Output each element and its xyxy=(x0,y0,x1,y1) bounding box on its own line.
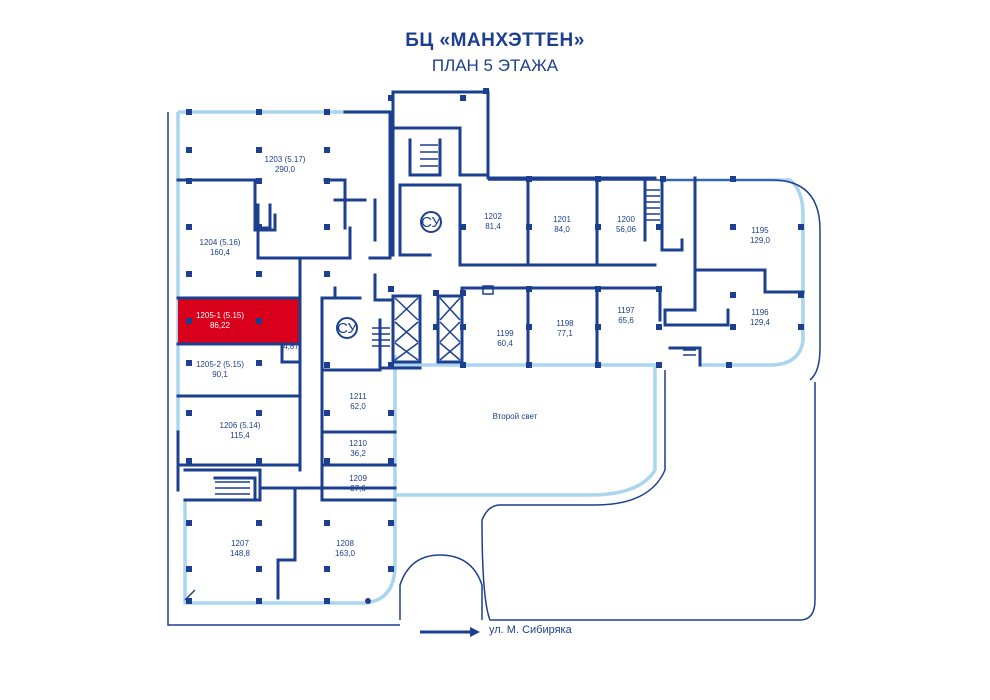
room-1195-area: 129,0 xyxy=(750,236,771,245)
room-1207-label: 1207 xyxy=(231,539,249,548)
room-1202-area: 81,4 xyxy=(485,222,501,231)
room-1204-area: 160,4 xyxy=(210,248,231,257)
room-1204-label: 1204 (5.16) xyxy=(200,238,241,247)
room-labels: 1203 (5.17) 290,0 1204 (5.16) 160,4 1205… xyxy=(196,155,771,558)
room-1205-2-label: 1205-2 (5.15) xyxy=(196,360,244,369)
room-1198-area: 77,1 xyxy=(557,329,573,338)
room-1199-area: 60,4 xyxy=(497,339,513,348)
room-1196-label: 1196 xyxy=(751,308,769,317)
room-1201-area: 84,0 xyxy=(554,225,570,234)
room-1195-label: 1195 xyxy=(751,226,769,235)
glazing xyxy=(167,110,821,626)
room-1200-label: 1200 xyxy=(617,215,635,224)
room-1201-label: 1201 xyxy=(553,215,571,224)
walls xyxy=(176,90,805,601)
room-1209-label: 1209 xyxy=(349,474,367,483)
room-1207-area: 148,8 xyxy=(230,549,251,558)
room-1210-label: 1210 xyxy=(349,439,367,448)
room-1199-label: 1199 xyxy=(496,329,514,338)
room-1210-area: 36,2 xyxy=(350,449,366,458)
room-1208-label: 1208 xyxy=(336,539,354,548)
room-1198-label: 1198 xyxy=(556,319,574,328)
room-1200-area: 56,06 xyxy=(616,225,637,234)
wc-label-middle: СУ xyxy=(337,320,357,337)
room-1197-area: 65,6 xyxy=(618,316,634,325)
room-1209-area: 37,6 xyxy=(350,484,366,493)
room-1202-label: 1202 xyxy=(484,212,502,221)
room-1208-area: 163,0 xyxy=(335,549,356,558)
room-1197-label: 1197 xyxy=(617,306,635,315)
columns xyxy=(186,88,804,604)
small-area-label: 4,87 xyxy=(283,342,299,351)
room-1196-area: 129,4 xyxy=(750,318,771,327)
room-1203-label: 1203 (5.17) xyxy=(265,155,306,164)
atrium-label: Второй свет xyxy=(493,412,538,421)
room-1211-label: 1211 xyxy=(349,392,367,401)
plan-title: БЦ «МАНХЭТТЕН» xyxy=(405,30,585,51)
room-1203-area: 290,0 xyxy=(275,165,296,174)
room-1205-1-fill[interactable] xyxy=(178,298,300,344)
wc-label-top: СУ xyxy=(421,214,441,231)
street-arrow-icon xyxy=(420,627,480,637)
room-1205-2-area: 90,1 xyxy=(212,370,228,379)
room-1205-1-label: 1205-1 (5.15) xyxy=(196,311,244,320)
room-1206-area: 115,4 xyxy=(230,431,250,440)
room-1205-1-area: 86,22 xyxy=(210,321,231,330)
room-1211-area: 62,0 xyxy=(350,402,366,411)
street-label: ул. М. Сибиряка xyxy=(489,624,572,636)
room-1206-label: 1206 (5.14) xyxy=(220,421,261,430)
plan-subtitle: ПЛАН 5 ЭТАЖА xyxy=(431,56,559,75)
